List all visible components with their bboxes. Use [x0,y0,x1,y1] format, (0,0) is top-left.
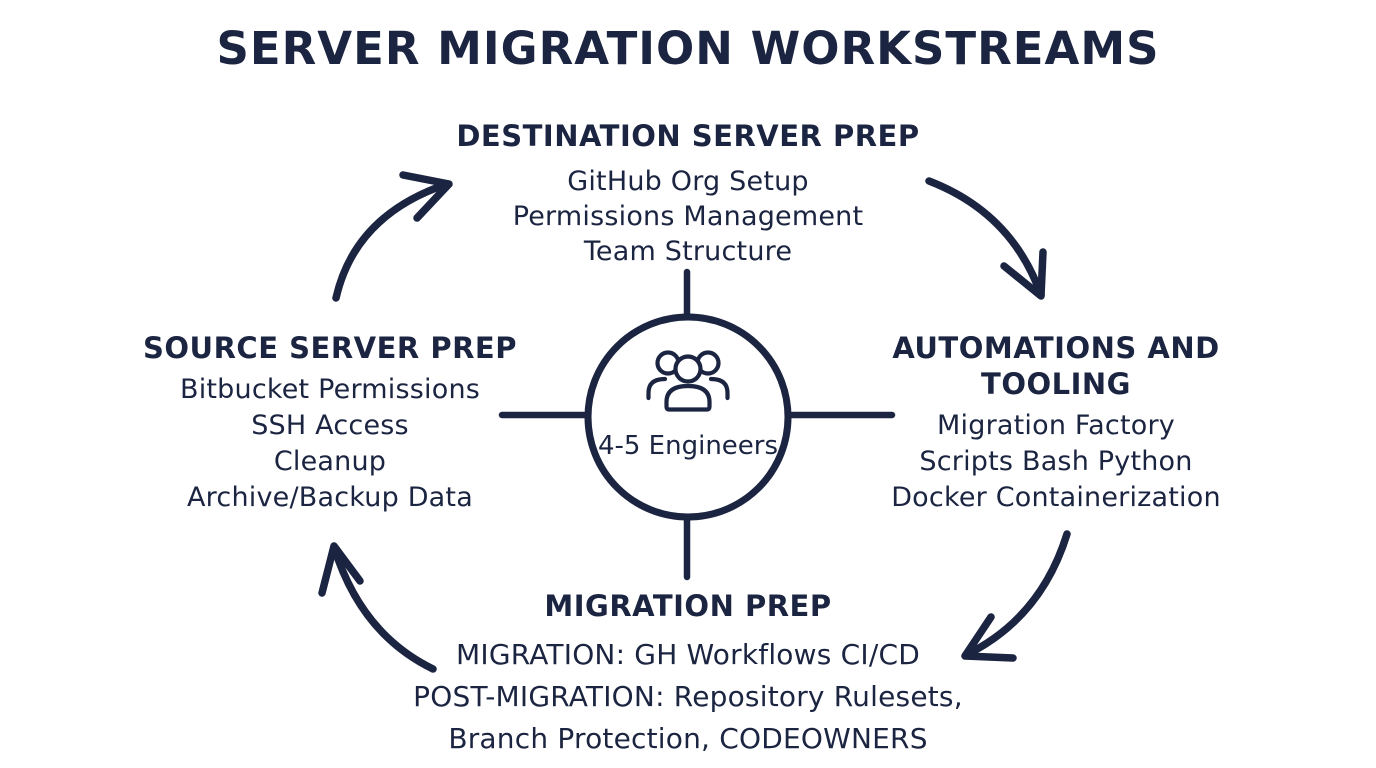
workstream-items: MIGRATION: GH Workflows CI/CD POST-MIGRA… [318,634,1058,760]
team-icon-back-right-shoulder [708,376,730,401]
workstream-migration-prep: MIGRATION PREP MIGRATION: GH Workflows C… [318,588,1058,760]
workstream-heading: AUTOMATIONS AND TOOLING [892,331,1220,401]
workstream-destination-server-prep: DESTINATION SERVER PREP GitHub Org Setup… [368,118,1008,269]
workstream-items: Bitbucket Permissions SSH Access Cleanup… [128,372,532,516]
workstream-source-server-prep: SOURCE SERVER PREP Bitbucket Permissions… [128,330,532,516]
workstream-item: MIGRATION: GH Workflows CI/CD [456,638,920,671]
workstream-item: Scripts Bash Python [919,446,1193,477]
workstream-automations-and-tooling: AUTOMATIONS AND TOOLING Migration Factor… [880,330,1232,516]
workstream-item: Docker Containerization [891,482,1221,513]
workstream-item: POST-MIGRATION: Repository Rulesets, [413,680,963,713]
workstream-heading: DESTINATION SERVER PREP [456,119,920,153]
team-icon-back-left-shoulder [646,376,668,401]
team-icon [645,350,731,412]
curved-arrow-left-to-top-head-icon [399,171,453,222]
workstream-item: SSH Access [251,410,409,441]
team-size-label: 4-5 Engineers [597,431,779,461]
curved-arrow-top-to-right-icon [925,177,1045,299]
curved-arrow-left-to-top-icon [332,180,451,302]
workstream-items: GitHub Org Setup Permissions Management … [368,164,1008,269]
workstream-item: Branch Protection, CODEOWNERS [448,722,928,755]
team-icon-front-head [673,354,703,384]
workstream-items: Migration Factory Scripts Bash Python Do… [880,408,1232,516]
curved-arrow-right-to-bottom-icon [962,530,1071,659]
workstream-item: GitHub Org Setup [567,166,809,197]
workstream-item: Team Structure [583,236,793,267]
workstream-item: Migration Factory [937,410,1175,441]
workstream-item: Archive/Backup Data [187,482,473,513]
curved-arrow-bottom-to-left-head-icon [318,542,364,597]
curved-arrow-right-to-bottom-head-icon [961,613,1017,662]
curved-arrow-bottom-to-left-icon [330,543,437,673]
curved-arrow-top-to-right-head-icon [1000,248,1047,300]
diagram-title: SERVER MIGRATION WORKSTREAMS [216,22,1160,75]
team-icon-front-body [664,383,712,412]
workstream-item: Bitbucket Permissions [179,374,481,405]
workstream-heading: SOURCE SERVER PREP [143,331,517,365]
team-circle [584,313,792,521]
workstream-item: Permissions Management [512,201,864,232]
workstream-heading: MIGRATION PREP [544,589,832,623]
workstream-item: Cleanup [273,446,387,477]
